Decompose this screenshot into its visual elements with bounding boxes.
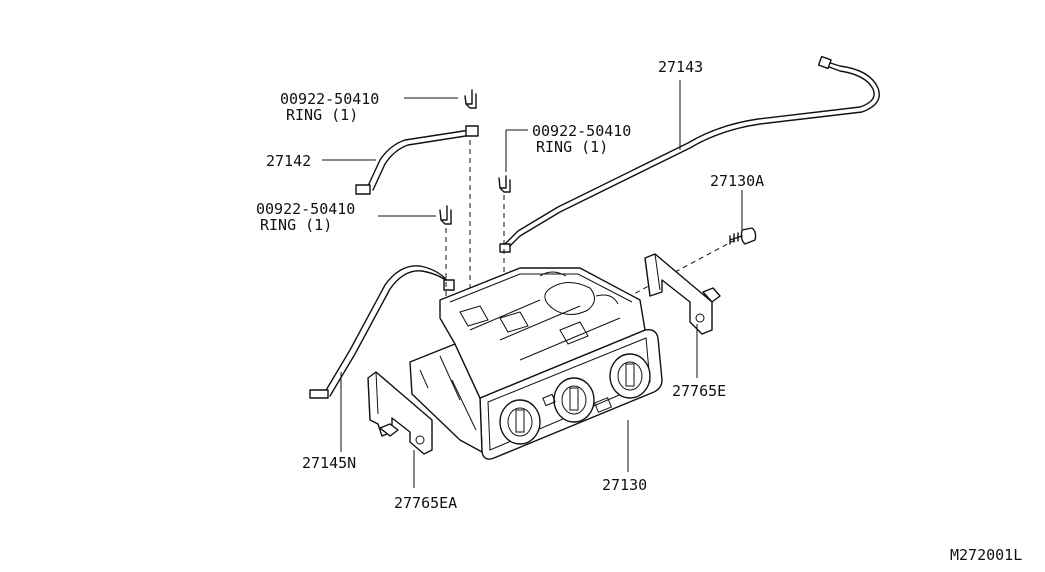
knob-left: [499, 399, 541, 445]
diagram-id: M272001L: [950, 546, 1022, 564]
callout-cable-27145N: 27145N: [302, 454, 356, 472]
knob-center: [553, 377, 595, 423]
heater-control-assembly-27130: [409, 267, 663, 460]
assembly-line: [629, 239, 736, 297]
callout-cable-27143: 27143: [658, 58, 703, 76]
callout-ring-c-part: 00922-50410: [256, 200, 355, 218]
callout-ring-a-part: 00922-50410: [280, 90, 379, 108]
ring-clip-c: [439, 205, 452, 225]
callout-bracket-27765EA: 27765EA: [394, 494, 457, 512]
callout-ring-a-desc: RING (1): [286, 106, 358, 124]
callout-cable-27142: 27142: [266, 152, 311, 170]
ring-clip-a: [464, 89, 477, 109]
callout-bracket-27765E: 27765E: [672, 382, 726, 400]
callout-ring-b-part: 00922-50410: [532, 122, 631, 140]
cable-27145N: [309, 265, 455, 399]
callout-ring-b-desc: RING (1): [536, 138, 608, 156]
knob-right: [609, 353, 651, 399]
bracket-27765EA: [367, 371, 433, 455]
callout-assembly-27130: 27130: [602, 476, 647, 494]
bracket-27765E: [644, 253, 721, 335]
cable-27142: [355, 125, 479, 195]
screw-27130A: [729, 227, 757, 245]
cable-27143: [499, 55, 880, 253]
callout-ring-c-desc: RING (1): [260, 216, 332, 234]
callout-screw-27130A: 27130A: [710, 172, 764, 190]
ring-clip-b: [498, 175, 511, 193]
